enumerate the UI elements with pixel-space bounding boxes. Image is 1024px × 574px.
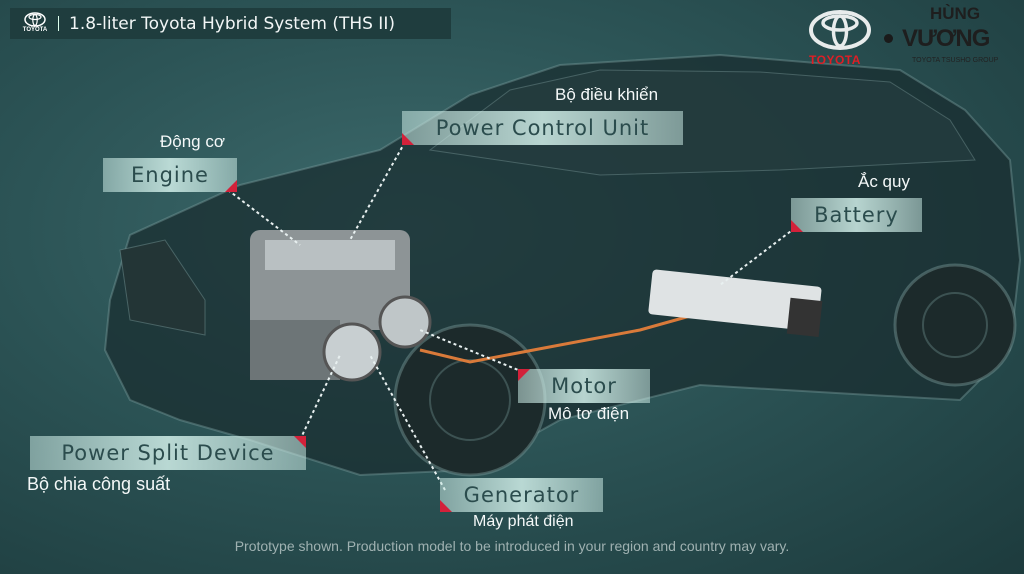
generator-label: Generator: [440, 478, 603, 512]
motor-label: Motor: [518, 369, 650, 403]
page-title: 1.8-liter Toyota Hybrid System (THS II): [69, 13, 395, 34]
battery-end-cap: [786, 297, 823, 337]
toyota-logo-text: TOYOTA: [22, 26, 48, 33]
disclaimer: Prototype shown. Production model to be …: [234, 538, 790, 554]
psd-vn-label: Bộ chia công suất: [27, 474, 171, 494]
battery-label: Battery: [791, 198, 922, 232]
pcu-label: Power Control Unit: [402, 111, 683, 145]
front-wheel-rim: [429, 359, 511, 441]
psd-label-text: Power Split Device: [61, 441, 275, 465]
dealer-name-line1: HÙNG: [930, 4, 981, 23]
psd-label: Power Split Device: [30, 436, 306, 470]
pcu-label-text: Power Control Unit: [435, 116, 650, 140]
marker-icon: [440, 500, 452, 512]
toyota-emblem-icon: [809, 10, 871, 50]
title-bar: TOYOTA 1.8-liter Toyota Hybrid System (T…: [10, 8, 451, 39]
rear-wheel-rim: [922, 292, 988, 358]
divider: [58, 16, 59, 31]
engine-label-text: Engine: [131, 163, 209, 187]
engine-label: Engine: [103, 158, 237, 192]
hybrid-battery: [648, 269, 822, 332]
dealer-name-line2: VƯƠNG: [902, 25, 990, 52]
toyota-logo: TOYOTA: [18, 11, 52, 36]
dealer-group: TOYOTA TSUSHO GROUP: [912, 57, 999, 64]
motor-gear: [378, 295, 432, 349]
car-windows: [428, 69, 976, 176]
hv-cable: [419, 314, 691, 364]
motor-label-text: Motor: [551, 374, 617, 398]
battery-label-text: Battery: [814, 203, 899, 227]
generator-vn-label: Máy phát điện: [473, 513, 574, 530]
battery-vn-label: Ắc quy: [858, 172, 910, 191]
motor-vn-label: Mô tơ điện: [548, 404, 630, 423]
generator-label-text: Generator: [463, 483, 580, 507]
marker-icon: [791, 220, 803, 232]
toyota-wordmark: TOYOTA: [809, 53, 861, 67]
marker-icon: [402, 133, 414, 145]
marker-icon: [225, 180, 237, 192]
leader-lines: [227, 141, 796, 491]
pcu-vn-label: Bộ điều khiển: [555, 85, 659, 104]
power-split-device: [322, 322, 382, 382]
dealer-branding: TOYOTA HÙNG VƯƠNG TOYOTA TSUSHO GROUP: [806, 4, 1016, 68]
toyota-emblem-icon: [24, 11, 46, 27]
separator-dot: [884, 34, 893, 43]
marker-icon: [518, 369, 530, 381]
engine-vn-label: Động cơ: [160, 132, 226, 151]
car-grille: [119, 239, 206, 336]
rear-wheel: [893, 263, 1017, 387]
engine-head: [265, 240, 395, 270]
marker-icon: [294, 436, 306, 448]
